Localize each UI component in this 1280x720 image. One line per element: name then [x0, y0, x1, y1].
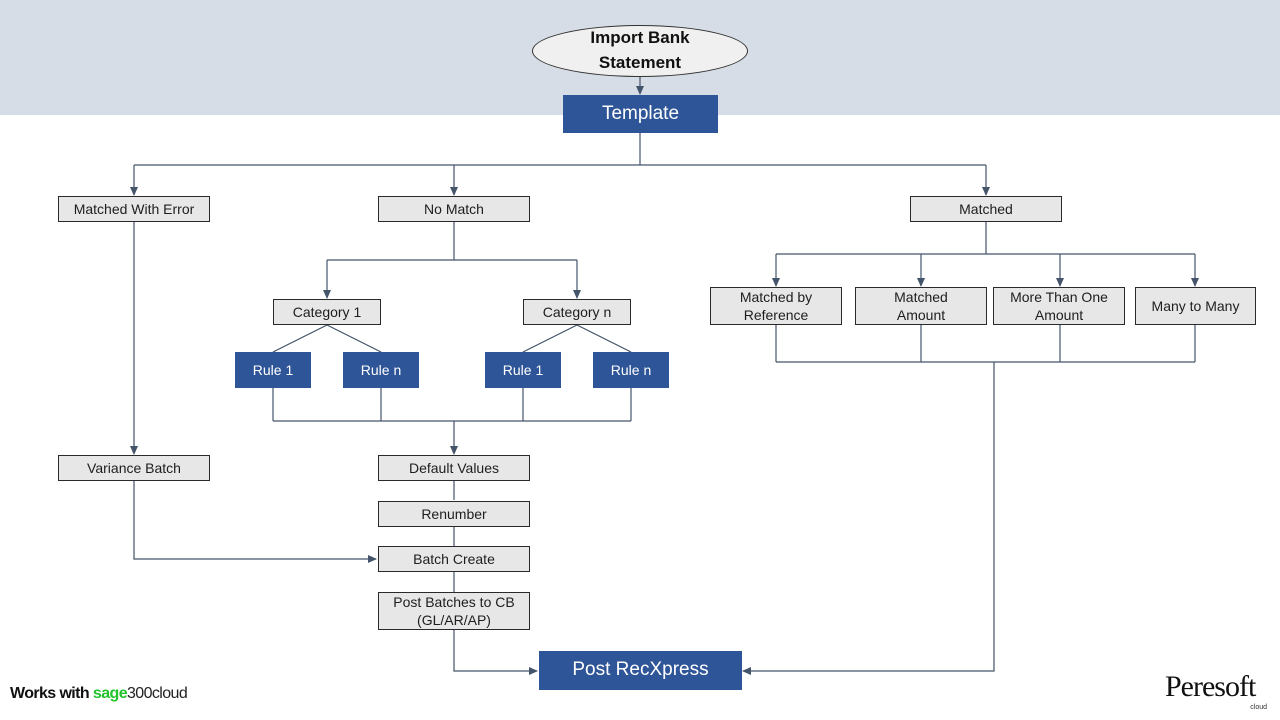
matched-node: Matched: [910, 196, 1062, 222]
product-text: 300cloud: [127, 685, 188, 702]
sage-text: sage: [92, 685, 128, 702]
peresoft-logo: Peresoft cloud: [1165, 670, 1275, 715]
rule-1-node: Rule 1: [485, 352, 561, 388]
no-match-node: No Match: [378, 196, 530, 222]
import-bank-statement-label: Import Bank Statement: [590, 28, 690, 72]
peresoft-wordmark: Peresoft: [1165, 670, 1256, 703]
renumber-node: Renumber: [378, 501, 530, 527]
post-batches-node: Post Batches to CB (GL/AR/AP): [378, 592, 530, 630]
matched-with-error-node: Matched With Error: [58, 196, 210, 222]
many-to-many-node: Many to Many: [1135, 287, 1256, 325]
peresoft-cloud-label: cloud: [1250, 704, 1267, 711]
variance-batch-node: Variance Batch: [58, 455, 210, 481]
post-recxpress-node: Post RecXpress: [539, 651, 742, 690]
works-with-sage-logo: Works with sage300cloud: [10, 685, 188, 703]
category-n-node: Category n: [523, 299, 631, 325]
category-1-node: Category 1: [273, 299, 381, 325]
matched-amount-node: Matched Amount: [855, 287, 987, 325]
rule-n-node: Rule n: [343, 352, 419, 388]
default-values-node: Default Values: [378, 455, 530, 481]
import-bank-statement-node: Import Bank Statement: [532, 25, 748, 77]
more-than-one-amount-node: More Than One Amount: [993, 287, 1125, 325]
works-with-text: Works with: [10, 685, 90, 702]
batch-create-node: Batch Create: [378, 546, 530, 572]
rule-1-node: Rule 1: [235, 352, 311, 388]
rule-n-node: Rule n: [593, 352, 669, 388]
template-node: Template: [563, 95, 718, 133]
matched-by-reference-node: Matched by Reference: [710, 287, 842, 325]
